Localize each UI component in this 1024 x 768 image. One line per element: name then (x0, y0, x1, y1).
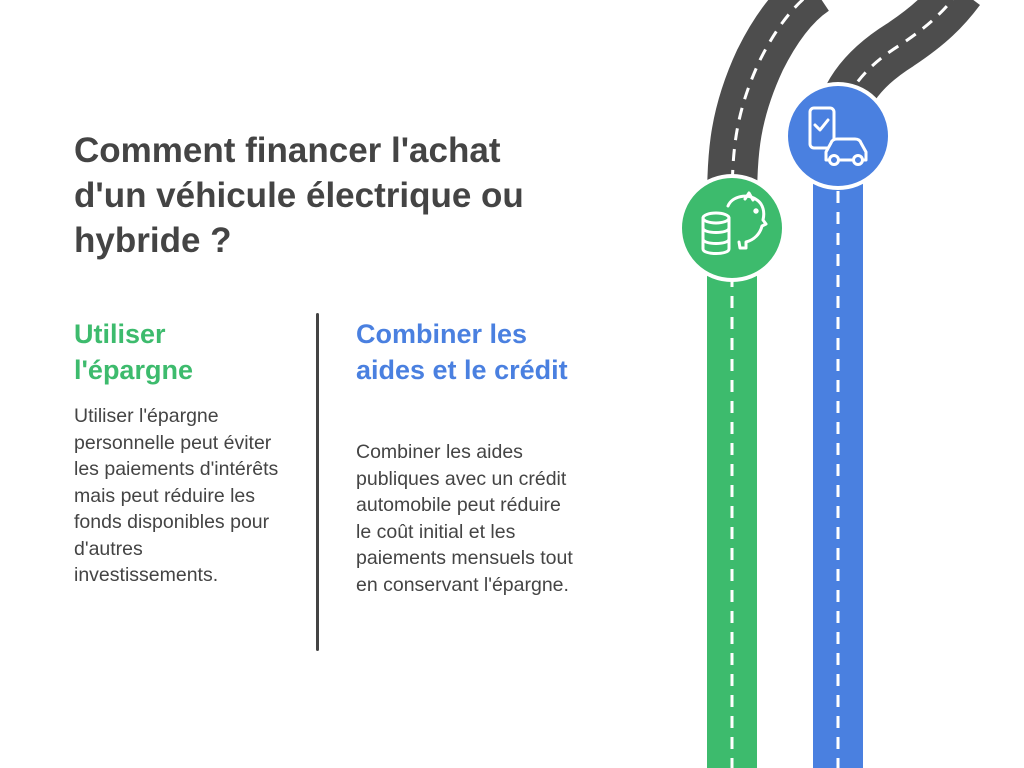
option-heading-savings: Utiliser l'épargne (74, 319, 193, 385)
aid-credit-marker (784, 82, 892, 190)
option-body-savings: Utiliser l'épargne personnelle peut évit… (74, 405, 279, 586)
savings-marker (678, 174, 786, 282)
page-title: Comment financer l'achat d'un véhicule é… (74, 131, 524, 260)
column-divider (316, 313, 319, 651)
option-body-aid-credit: Combiner les aides publiques avec un cré… (356, 441, 573, 596)
phone-car-icon (808, 106, 868, 166)
option-heading-aid-credit: Combiner les aides et le crédit (356, 319, 568, 385)
piggy-bank-coins-icon (701, 191, 768, 255)
